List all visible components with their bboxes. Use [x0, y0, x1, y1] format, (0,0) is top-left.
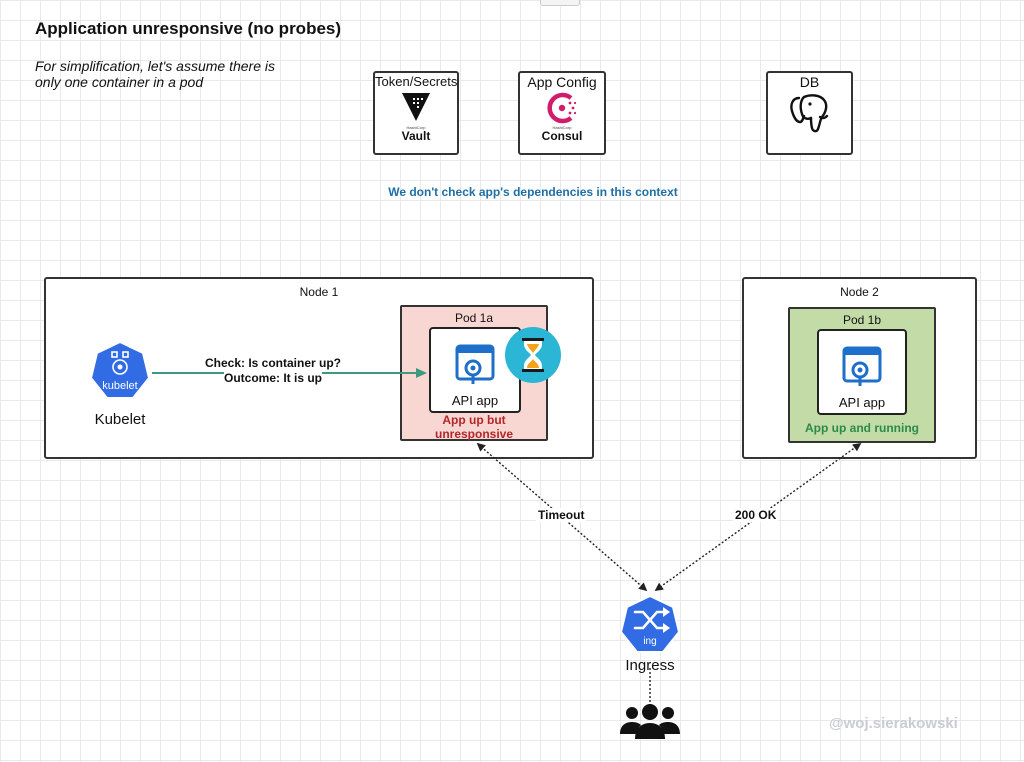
pod-1a-status-line-1: App up but	[442, 413, 506, 427]
ingress: ing	[617, 594, 683, 654]
api-app-label-1a: API app	[451, 393, 499, 408]
watermark: @woj.sierakowski	[829, 715, 958, 732]
node-2-title: Node 2	[840, 285, 879, 299]
check-label: Check: Is container up? Outcome: It is u…	[190, 356, 356, 386]
postgresql-elephant-icon	[789, 94, 828, 133]
node-1-title: Node 1	[299, 285, 339, 299]
top-tab	[540, 0, 580, 6]
subtitle-note: For simplification, let's assume there i…	[35, 58, 275, 90]
kubelet-heptagon-icon	[89, 340, 151, 399]
check-outcome: Outcome: It is up	[223, 371, 322, 386]
token-secrets-box: Token/Secrets HashiCorp Vault	[373, 71, 459, 155]
kubelet-label: Kubelet	[94, 411, 146, 428]
vault-logo-text: Vault	[401, 129, 431, 143]
api-app-box-1b: API app	[817, 329, 907, 415]
ingress-heptagon-icon	[619, 594, 681, 653]
vault-logo-small-text: HashiCorp	[406, 125, 426, 130]
api-app-label-1b: API app	[838, 395, 886, 410]
app-config-label: App Config	[527, 74, 597, 90]
kubelet: kubelet	[86, 340, 154, 400]
pod-1a-status-line-2: unresponsive	[434, 427, 514, 441]
dependencies-note: We don't check app's dependencies in thi…	[388, 185, 678, 199]
check-question: Check: Is container up?	[204, 356, 342, 371]
vault-logo-icon	[402, 93, 430, 121]
timeout-label: Timeout	[536, 508, 587, 522]
app-window-icon	[842, 346, 882, 386]
consul-logo-text: Consul	[541, 129, 583, 143]
pod-1b-status: App up and running	[805, 421, 919, 435]
db-box: DB	[766, 71, 853, 155]
ingress-label: Ingress	[625, 657, 675, 674]
page-title: Application unresponsive (no probes)	[35, 19, 342, 38]
kubelet-badge-text: kubelet	[102, 380, 138, 392]
ingress-badge-text: ing	[643, 636, 657, 647]
consul-logo-small-text: HashiCorp	[552, 125, 572, 130]
app-window-icon	[455, 344, 495, 384]
token-secrets-label: Token/Secrets	[375, 74, 458, 89]
ok-label: 200 OK	[733, 508, 779, 522]
app-config-box: App Config HashiCorp Consul	[518, 71, 606, 155]
pod-1a-status: App up but unresponsive	[400, 413, 548, 441]
users-group-icon	[620, 704, 680, 739]
hourglass-icon	[505, 327, 561, 383]
consul-logo-icon	[547, 92, 577, 124]
timeout-edge	[476, 442, 648, 592]
pod-1b-title: Pod 1b	[842, 313, 882, 327]
db-label: DB	[799, 74, 820, 90]
pod-1a-title: Pod 1a	[454, 311, 494, 325]
